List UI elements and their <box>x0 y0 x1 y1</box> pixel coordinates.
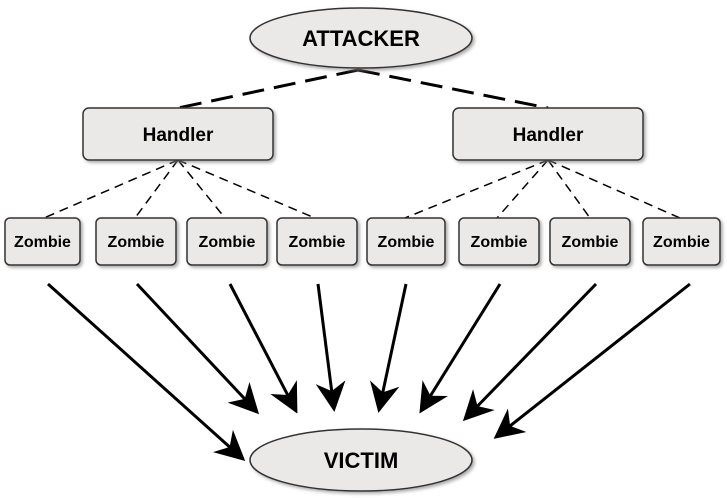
handler-1-to-zombie-2-link <box>134 159 179 219</box>
zombie-label: Zombie <box>471 234 528 251</box>
zombie-label: Zombie <box>562 234 619 251</box>
handler-node-1: Handler <box>82 107 274 161</box>
zombie-node-2: Zombie <box>95 217 177 266</box>
zombie-box <box>366 217 446 266</box>
attack-arrows <box>46 282 691 462</box>
handler-links <box>43 159 681 219</box>
attacker-links <box>177 68 549 110</box>
zombie-3-attack-arrow <box>228 283 298 414</box>
zombie-label: Zombie <box>653 234 710 251</box>
handler-1-to-zombie-4-link <box>177 159 316 219</box>
zombie-label: Zombie <box>378 234 435 251</box>
zombie-4-attack-arrow <box>315 283 346 412</box>
zombie-label: Zombie <box>108 234 165 251</box>
attacker-to-handler-1-link <box>177 68 359 110</box>
handler-box <box>82 107 274 161</box>
zombie-box <box>642 217 721 266</box>
attacker-label: ATTACKER <box>302 26 420 51</box>
zombie-8-attack-arrow <box>493 282 691 439</box>
zombie-node-1: Zombie <box>4 217 81 266</box>
zombie-2-attack-arrow <box>135 282 260 415</box>
attacker-to-handler-2-link <box>357 68 549 110</box>
zombie-label: Zombie <box>199 234 256 251</box>
zombie-5-attack-arrow <box>369 283 408 413</box>
handler-2-to-zombie-6-link <box>496 159 549 219</box>
zombie-node-4: Zombie <box>276 217 358 266</box>
zombie-box <box>95 217 177 266</box>
zombie-node-5: Zombie <box>366 217 446 266</box>
zombie-label: Zombie <box>14 234 71 251</box>
handler-label: Handler <box>143 125 214 146</box>
zombie-6-attack-arrow <box>419 283 502 414</box>
zombie-7-attack-arrow <box>462 282 598 422</box>
handler-2-to-zombie-8-link <box>547 159 681 219</box>
handler-1-to-zombie-1-link <box>43 159 179 219</box>
victim-node: VICTIM <box>249 428 473 492</box>
zombie-box <box>458 217 540 266</box>
handler-label: Handler <box>513 125 584 146</box>
zombie-node-8: Zombie <box>642 217 721 266</box>
victim-ellipse <box>249 428 473 492</box>
zombie-node-7: Zombie <box>549 217 631 266</box>
attacker-ellipse <box>249 7 473 69</box>
zombie-box <box>549 217 631 266</box>
zombie-box <box>4 217 81 266</box>
handler-box <box>452 107 644 161</box>
zombie-node-3: Zombie <box>186 217 268 266</box>
zombie-label: Zombie <box>289 234 346 251</box>
zombie-1-attack-arrow <box>46 282 246 462</box>
zombie-box <box>276 217 358 266</box>
handler-node-2: Handler <box>452 107 644 161</box>
handler-2-to-zombie-5-link <box>404 159 549 219</box>
handler-1-to-zombie-3-link <box>177 159 226 219</box>
zombie-node-6: Zombie <box>458 217 540 266</box>
handler-2-to-zombie-7-link <box>547 159 591 219</box>
attacker-node: ATTACKER <box>249 7 473 69</box>
zombie-box <box>186 217 268 266</box>
victim-label: VICTIM <box>324 448 399 473</box>
